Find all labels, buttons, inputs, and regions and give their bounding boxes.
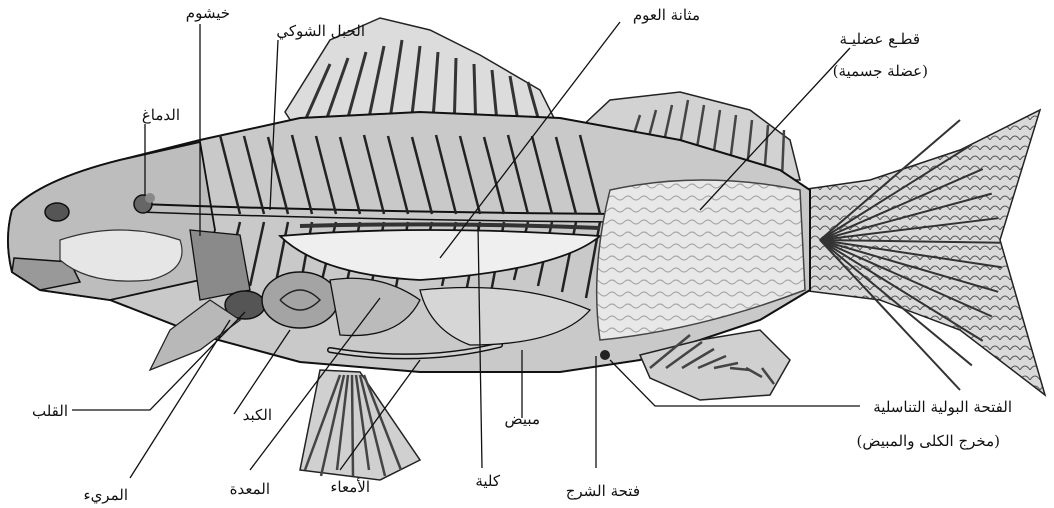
- eye: [45, 203, 69, 221]
- label-urogenital-line2: (مخرج الكلى والمبيض): [857, 432, 1001, 450]
- pelvic-ray: [352, 375, 353, 476]
- head: [8, 142, 215, 300]
- label-anus: فتحة الشرج: [566, 482, 640, 500]
- label-swim-bladder: مثانة العوم: [633, 6, 700, 24]
- label-muscle-line1: قطـع عضليـة: [839, 30, 920, 48]
- label-esophagus: المريء: [84, 486, 128, 504]
- label-kidney: كلية: [475, 472, 501, 490]
- muscle-segments: [597, 180, 805, 340]
- liver: [262, 272, 338, 328]
- label-spinal-cord: الحبل الشوكي: [276, 22, 365, 40]
- label-intestines: الأمعاء: [330, 478, 370, 496]
- urogenital-opening: [600, 350, 610, 360]
- label-muscle-line2: (عضلة جسمية): [833, 62, 928, 80]
- pelvic-fin: [300, 370, 420, 480]
- label-ovary: مبيض: [505, 410, 540, 428]
- gill: [190, 230, 250, 300]
- label-gill: خيشوم: [186, 4, 230, 22]
- label-urogenital-line1: الفتحة البولية التناسلية: [873, 398, 1012, 416]
- label-brain: الدماغ: [142, 106, 180, 124]
- label-heart: القلب: [32, 402, 68, 420]
- label-liver: الكبد: [243, 406, 272, 424]
- label-stomach: المعدة: [230, 480, 270, 498]
- caudal-fin: [800, 110, 1045, 395]
